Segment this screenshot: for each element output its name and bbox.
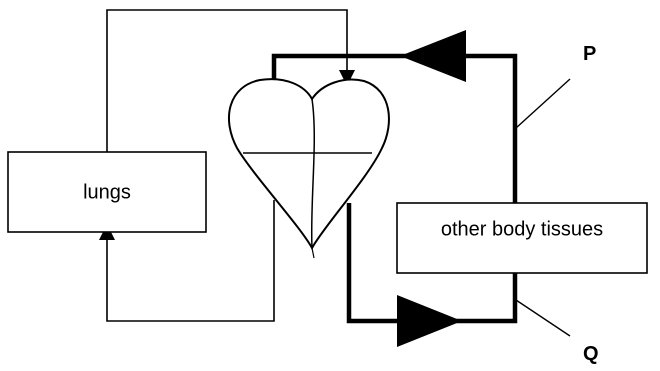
q-leader-line bbox=[515, 299, 571, 337]
lungs-label: lungs bbox=[83, 181, 131, 203]
lungs-box bbox=[7, 151, 207, 233]
vein-arrowhead bbox=[400, 30, 466, 82]
vein-from-tissues bbox=[271, 53, 518, 203]
lungs-to-heart-vessel bbox=[106, 9, 355, 152]
p-leader-line bbox=[515, 78, 571, 129]
tissues-label: other body tissues bbox=[441, 218, 603, 240]
heart-icon bbox=[228, 78, 390, 259]
label-p: P bbox=[583, 43, 596, 65]
heart-to-lungs-vessel bbox=[99, 200, 275, 322]
label-q: Q bbox=[583, 343, 599, 365]
tissues-box bbox=[396, 202, 648, 274]
artery-arrowhead bbox=[397, 295, 462, 347]
